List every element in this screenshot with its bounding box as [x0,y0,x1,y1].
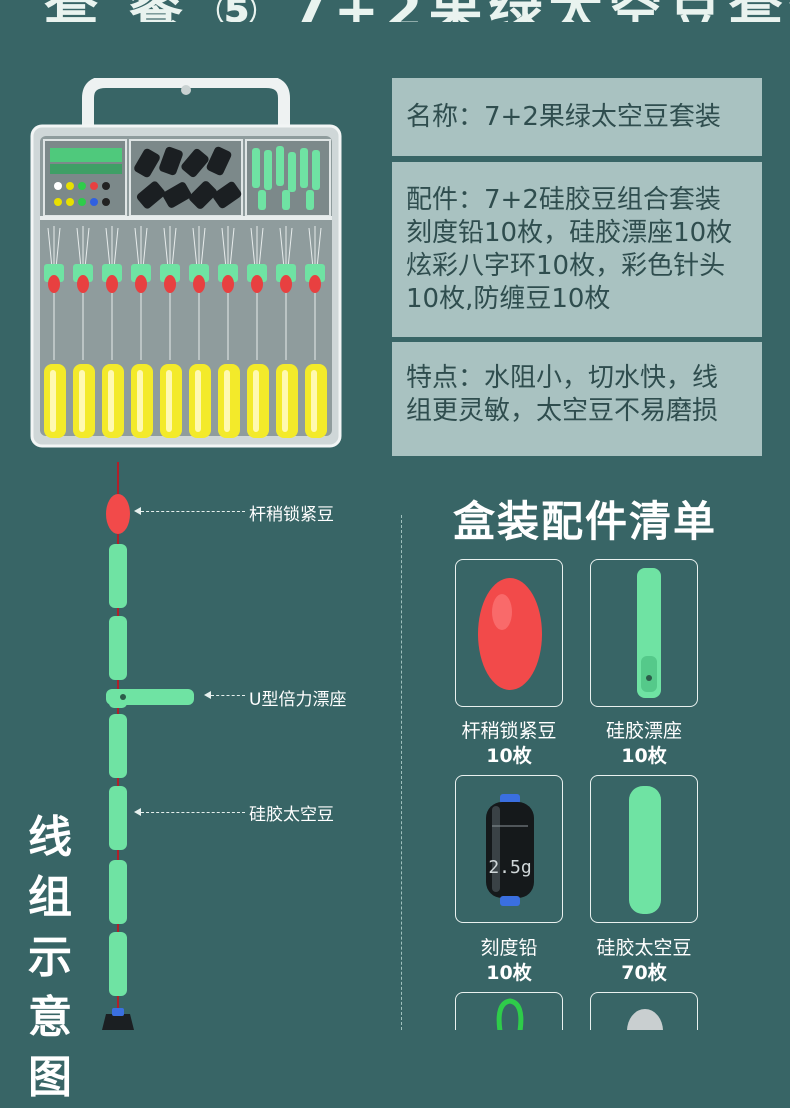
parts-line: 炫彩八字环10枚，彩色针头 [406,251,726,281]
parts-line: 10枚,防缠豆10枚 [406,284,611,314]
tackle-box-image [30,78,342,448]
u-seat-shape [106,689,194,705]
tile-space-bean [590,775,698,923]
item-count: 10枚 [621,745,667,767]
arrow-line [141,511,245,512]
tile-swivel [455,992,563,1030]
tile-anti-tangle [590,992,698,1030]
parts-line: 刻度铅10枚，硅胶漂座10枚 [406,218,733,248]
label-space-bean: 硅胶太空豆 [249,805,334,825]
tile-sinker: 2.5g [455,775,563,923]
item-count: 70枚 [621,962,667,984]
vtitle-char: 图 [28,1052,72,1103]
top-banner: 套 餐 ⑤ 7+2果绿太空豆套装 [0,0,790,22]
parts-list-title: 盒装配件清单 [453,497,718,546]
vtitle-char: 组 [28,872,72,923]
item-name: 杆稍锁紧豆 [461,720,557,742]
feature-line: 组更灵敏，太空豆不易磨损 [406,396,719,426]
arrow-head [134,507,141,515]
info-card-features: 特点：水阻小，切水快，线 组更灵敏，太空豆不易磨损 [392,342,762,456]
item-count: 10枚 [486,745,532,767]
vtitle-char: 意 [28,992,72,1043]
arrow-head [134,808,141,816]
product-name: 名称：7+2果绿太空豆套装 [406,101,721,132]
item-name: 刻度铅 [480,937,538,959]
sinker-weight: 2.5g [488,857,531,878]
item-count: 10枚 [486,962,532,984]
item-name: 硅胶漂座 [605,720,682,742]
section-divider [401,515,402,1030]
item-name: 硅胶太空豆 [596,937,692,959]
banner-title: 套 餐 ⑤ 7+2果绿太空豆套装 [44,0,790,22]
info-card-parts: 配件：7+2硅胶豆组合套装 刻度铅10枚，硅胶漂座10枚 炫彩八字环10枚，彩色… [392,162,762,337]
label-tip-bean: 杆稍锁紧豆 [249,505,334,525]
arrow-line [211,695,245,696]
tile-float-seat [590,559,698,707]
feature-line: 特点：水阻小，切水快，线 [406,363,719,393]
tip-bean-shape [106,494,130,534]
vtitle-char: 示 [28,932,72,983]
vtitle-char: 线 [28,812,72,863]
tile-tip-bean [455,559,563,707]
label-u-seat: U型倍力漂座 [249,690,347,710]
arrow-line [141,812,245,813]
info-card-name: 名称：7+2果绿太空豆套装 [392,78,762,156]
line-rig-diagram [102,462,134,1030]
parts-line: 配件：7+2硅胶豆组合套装 [406,185,721,215]
arrow-head [204,691,211,699]
diagram-vertical-title: 线 组 示 意 图 [24,808,76,1108]
